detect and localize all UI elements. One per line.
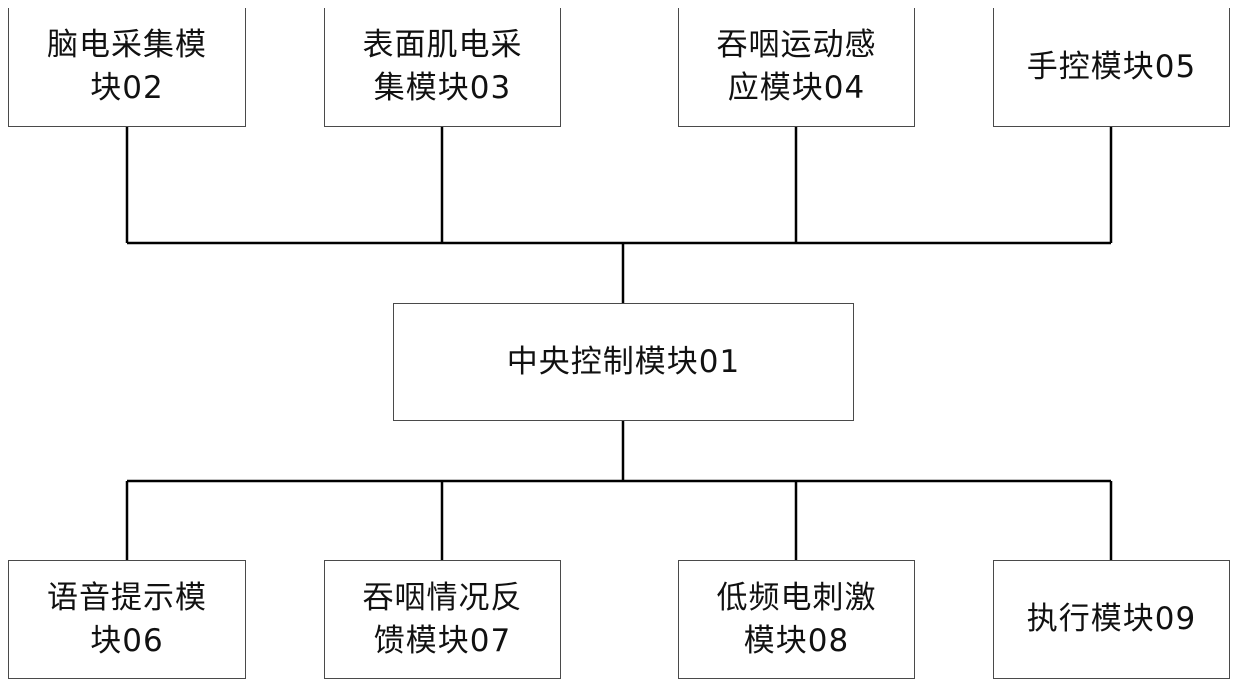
module-label: 吞咽运动感 应模块04 bbox=[717, 24, 877, 110]
surface-emg-acquisition-module: 表面肌电采 集模块03 bbox=[324, 8, 561, 127]
voice-prompt-module: 语音提示模 块06 bbox=[8, 560, 246, 679]
module-label: 语音提示模 块06 bbox=[47, 577, 207, 663]
eeg-acquisition-module: 脑电采集模 块02 bbox=[8, 8, 246, 127]
low-frequency-stimulation-module: 低频电刺激 模块08 bbox=[678, 560, 915, 679]
module-label: 低频电刺激 模块08 bbox=[717, 577, 877, 663]
execution-module: 执行模块09 bbox=[993, 560, 1230, 679]
hand-control-module: 手控模块05 bbox=[993, 8, 1230, 127]
swallowing-feedback-module: 吞咽情况反 馈模块07 bbox=[324, 560, 561, 679]
central-control-module: 中央控制模块01 bbox=[393, 303, 854, 421]
module-label: 吞咽情况反 馈模块07 bbox=[363, 577, 523, 663]
module-label: 执行模块09 bbox=[1027, 598, 1196, 641]
module-label: 脑电采集模 块02 bbox=[47, 24, 207, 110]
module-label: 中央控制模块01 bbox=[507, 341, 740, 384]
module-label: 表面肌电采 集模块03 bbox=[363, 24, 523, 110]
module-label: 手控模块05 bbox=[1027, 46, 1196, 89]
swallowing-motion-sensing-module: 吞咽运动感 应模块04 bbox=[678, 8, 915, 127]
